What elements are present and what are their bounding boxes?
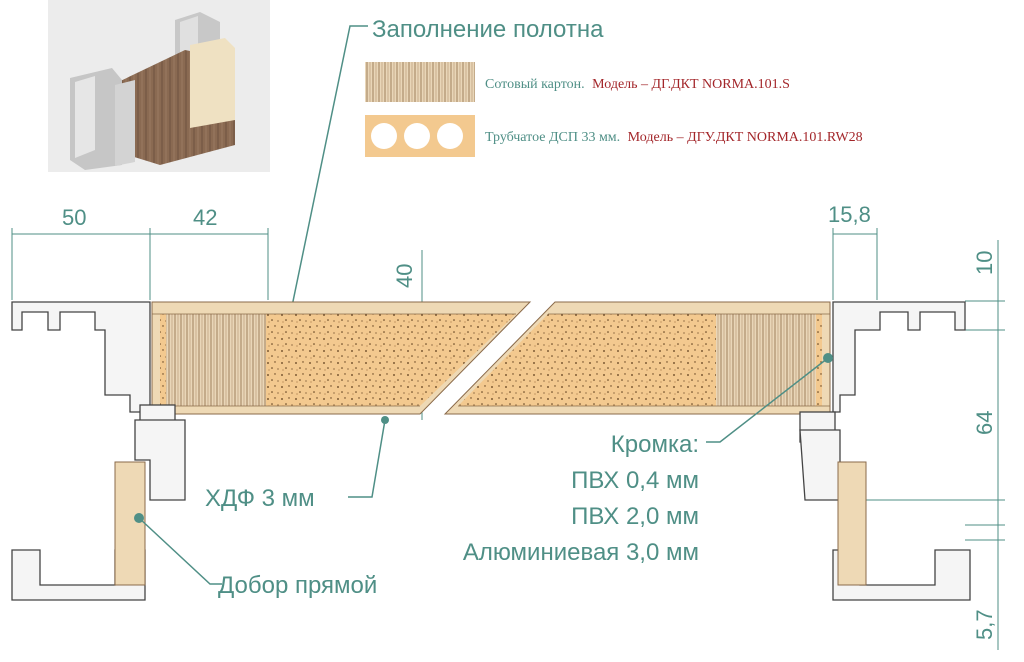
edge-label: Кромка: xyxy=(611,431,699,458)
edge-pvc-04: ПВХ 0,4 мм xyxy=(571,467,699,494)
legend-honeycomb: Сотовый картон. Модель – ДГ.ДКТ NORMA.10… xyxy=(365,62,790,102)
honeycomb-swatch xyxy=(365,62,475,102)
edge-aluminium: Алюминиевая 3,0 мм xyxy=(463,539,699,566)
dobor-leader-line xyxy=(138,517,222,585)
frame-profile-left xyxy=(11,301,186,601)
extension-board-left xyxy=(114,461,146,586)
dim-15-8: 15,8 xyxy=(828,202,871,227)
leaf-right-edge-block xyxy=(716,314,816,406)
dim-42: 42 xyxy=(193,205,217,230)
filling-leader-line xyxy=(284,25,368,341)
dimension-lines-right xyxy=(832,228,1005,650)
hdf-label: ХДФ 3 мм xyxy=(205,485,315,512)
dim-50: 50 xyxy=(62,205,86,230)
dobor-label: Добор прямой xyxy=(218,572,377,599)
legend-model-1: Модель – ДГ.ДКТ NORMA.101.S xyxy=(592,77,790,92)
frame-profile-right xyxy=(799,301,971,601)
svg-text:Сотовый картон. Модель –: Сотовый картон. Модель – ДГ.ДКТ NORMA.10… xyxy=(485,77,790,92)
door-frame-3d-thumbnail xyxy=(48,0,270,172)
dim-64: 64 xyxy=(972,411,997,435)
door-leaf-right xyxy=(443,301,831,415)
dim-5-7: 5,7 xyxy=(972,609,997,640)
edge-pvc-20: ПВХ 2,0 мм xyxy=(571,503,699,530)
extension-board-right xyxy=(837,461,867,586)
legend-material-2: Трубчатое ДСП 33 мм. xyxy=(485,130,620,145)
door-leaf-left xyxy=(151,301,532,415)
svg-text:Трубчатое ДСП 33 мм. Мод: Трубчатое ДСП 33 мм. Модель – ДГУ.ДКТ NO… xyxy=(485,130,863,145)
dim-10: 10 xyxy=(972,251,997,275)
dim-40: 40 xyxy=(392,264,417,288)
hdf-leader-line xyxy=(348,419,386,498)
legend-model-2: Модель – ДГУ.ДКТ NORMA.101.RW28 xyxy=(628,130,863,145)
legend-tubular: Трубчатое ДСП 33 мм. Модель – ДГУ.ДКТ NO… xyxy=(365,115,863,157)
edge-leader-line xyxy=(706,357,829,443)
leaf-left-edge-block xyxy=(166,314,266,406)
filling-title: Заполнение полотна xyxy=(372,16,604,43)
legend-material-1: Сотовый картон. xyxy=(485,77,585,92)
